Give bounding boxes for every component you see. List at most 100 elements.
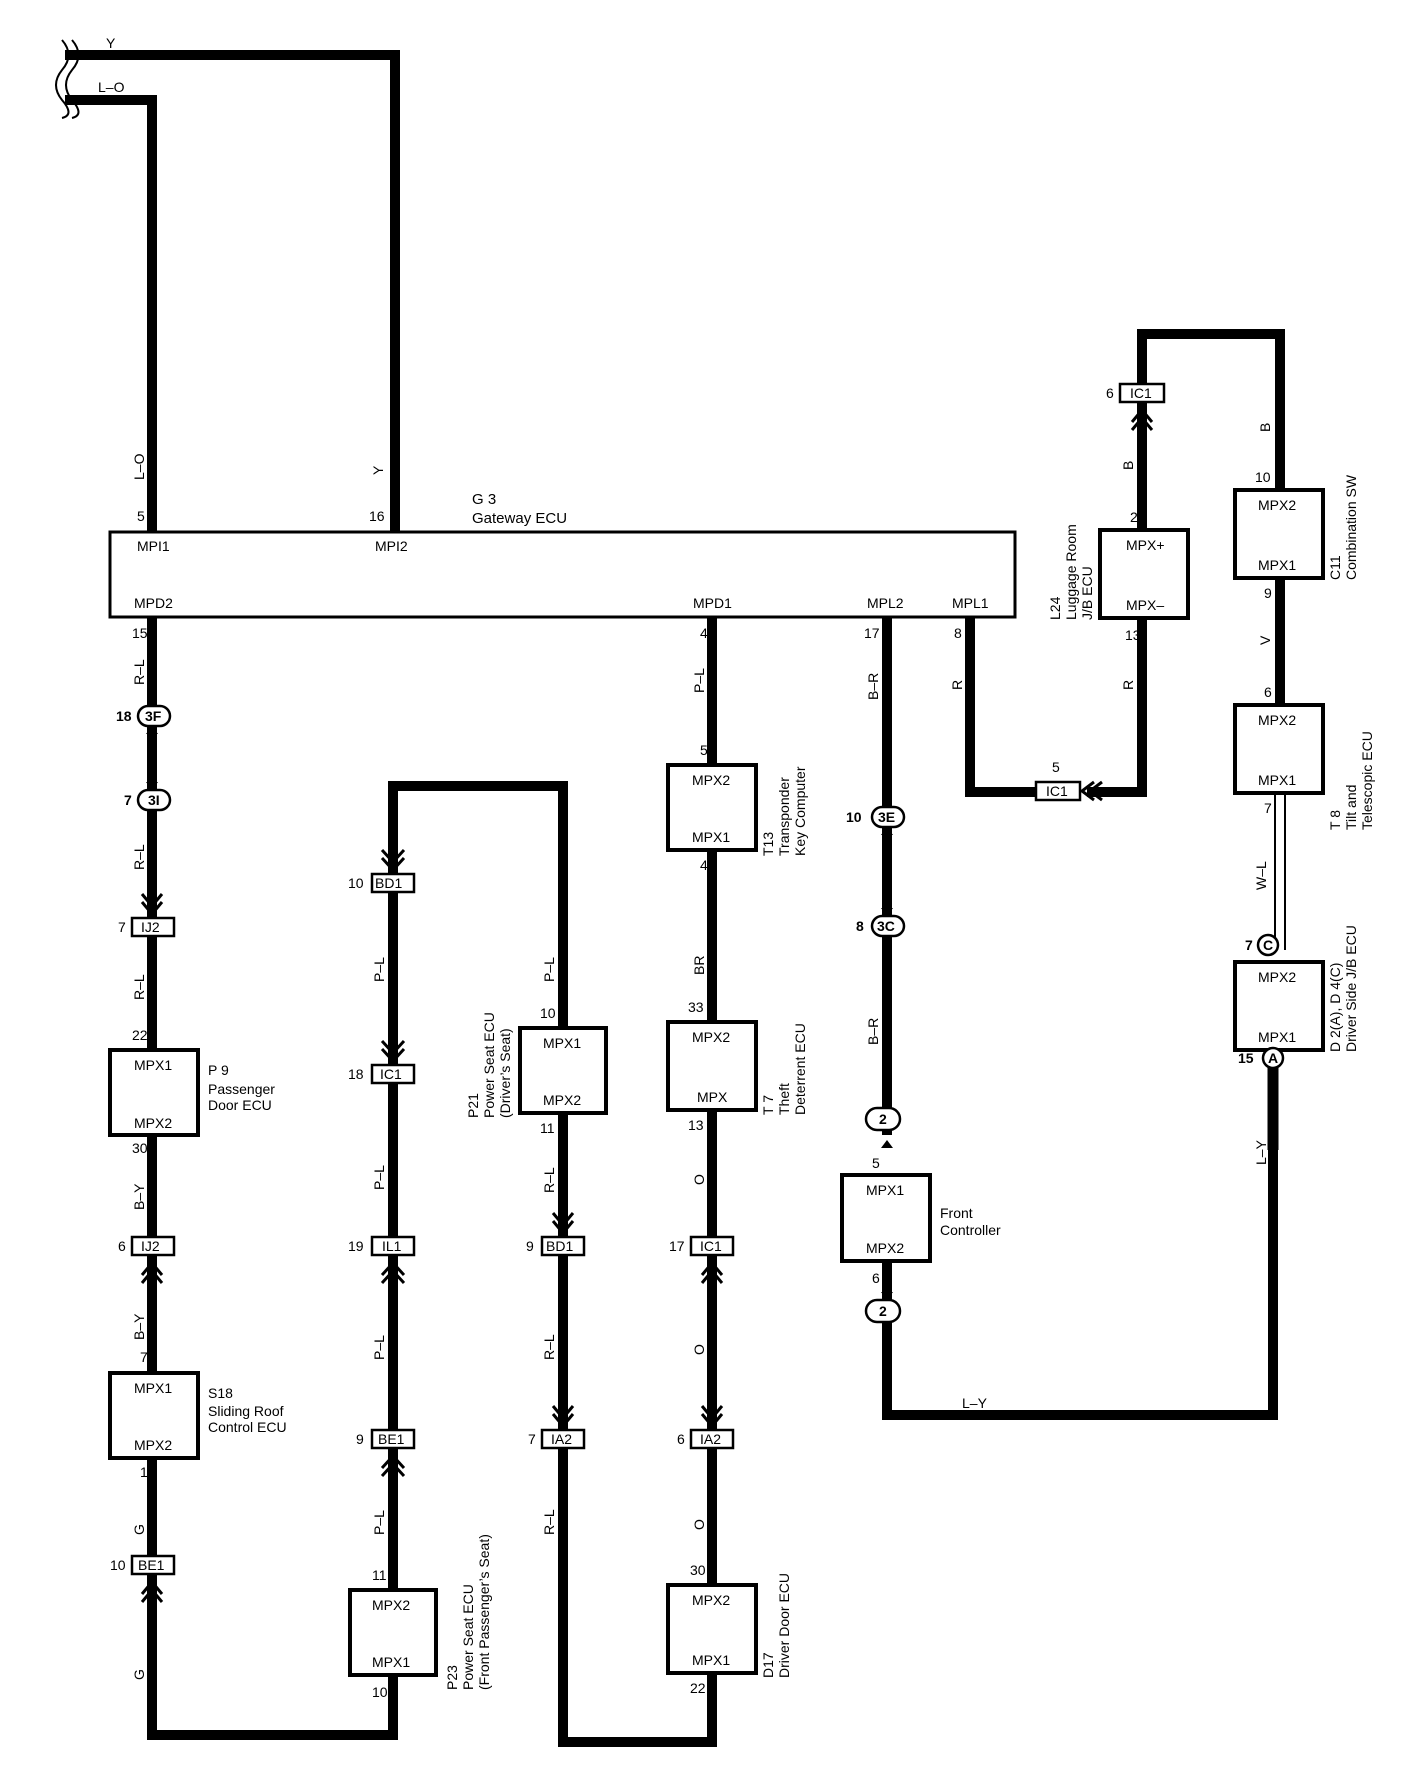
p21-pin-bottom: 11 (540, 1120, 555, 1136)
conn-ic1d-code: IC1 (1130, 385, 1152, 401)
wc-b2: B (1257, 423, 1273, 432)
t7-top: MPX2 (692, 1029, 730, 1045)
conn-3i-code: 3I (148, 792, 160, 808)
c11-pin-top: 10 (1255, 469, 1271, 485)
p23-top: MPX2 (372, 1597, 410, 1613)
wc-pl4: P–L (371, 1510, 387, 1535)
l24-top: MPX+ (1126, 537, 1165, 553)
d17-pin-bottom: 22 (690, 1680, 706, 1696)
wc-y: Y (370, 465, 386, 475)
conn-a-pin: 15 (1238, 1050, 1254, 1066)
p9-pin-top: 22 (132, 1027, 148, 1043)
t8-code: T 8 (1327, 810, 1343, 830)
t8-pin-top: 6 (1264, 684, 1272, 700)
round-connectors: 3F 18 3I 7 3E 10 3C 8 2 2 C 7 A 15 (116, 704, 1285, 1324)
l24-name1: Luggage Room (1063, 524, 1079, 620)
p21-bottom: MPX2 (543, 1092, 581, 1108)
p9-name1: Passenger (208, 1081, 275, 1097)
conn-ia2b-pin: 6 (677, 1431, 685, 1447)
wire-y (65, 50, 400, 535)
d17-pin-top: 30 (690, 1562, 706, 1578)
pin-mpl2-num: 17 (864, 625, 880, 641)
s18-code: S18 (208, 1385, 233, 1401)
conn-bd1a-pin: 10 (348, 875, 364, 891)
wc-ly2: L–Y (962, 1395, 988, 1411)
component-t8: MPX2 MPX1 6 7 T 8 Tilt and Telescopic EC… (1233, 684, 1375, 830)
c11-top: MPX2 (1258, 497, 1296, 513)
l24-bottom: MPX– (1126, 597, 1164, 613)
component-p23: MPX2 MPX1 11 10 P23 Power Seat ECU (Fron… (348, 1534, 492, 1700)
gateway-name: Gateway ECU (472, 510, 567, 527)
p21-name2: (Driver’s Seat) (497, 1028, 513, 1118)
wc-o1: O (691, 1174, 707, 1185)
component-s18: MPX1 MPX2 7 1 S18 Sliding Roof Control E… (108, 1349, 287, 1480)
component-c11: MPX2 MPX1 10 9 C11 Combination SW (1233, 469, 1359, 601)
t7-name1: Theft (776, 1083, 792, 1115)
rect-connectors: IJ2 7 IJ2 6 BE1 10 BD1 10 IC1 18 IL1 19 … (110, 382, 1166, 1576)
front-bottom: MPX2 (866, 1240, 904, 1256)
wc-g1: G (131, 1524, 147, 1535)
connector-chevrons (140, 407, 1154, 1603)
pin-mpl1-num: 8 (954, 625, 962, 641)
conn-3f-pin: 18 (116, 708, 132, 724)
c11-bottom: MPX1 (1258, 557, 1296, 573)
conn-3f-code: 3F (145, 708, 162, 724)
p23-name1: Power Seat ECU (460, 1584, 476, 1690)
p21-name1: Power Seat ECU (481, 1012, 497, 1118)
wc-pl1: P–L (371, 957, 387, 982)
pin-mpi1-name: MPI1 (137, 538, 170, 554)
wc-rl6: R–L (541, 1509, 557, 1535)
wire-wl (1274, 790, 1286, 950)
pin-mpd2-name: MPD2 (134, 595, 173, 611)
p23-pin-top: 11 (372, 1567, 387, 1583)
d17-name1: Driver Door ECU (776, 1573, 792, 1678)
t13-name2: Key Computer (792, 766, 808, 856)
l24-code: L24 (1047, 596, 1063, 620)
wire-ly-double (1267, 1060, 1279, 1150)
conn-ij2a-pin: 7 (118, 919, 126, 935)
t7-pin-bottom: 13 (688, 1117, 704, 1133)
wc-by1: B–Y (131, 1183, 147, 1210)
conn-ic1a-code: IC1 (380, 1066, 402, 1082)
wc-wl: W–L (1253, 861, 1269, 890)
l24-pin-top: 2 (1130, 509, 1138, 525)
conn-ic1b-code: IC1 (700, 1238, 722, 1254)
conn-c-pin: 7 (1245, 937, 1253, 953)
conn-ia2b-code: IA2 (700, 1431, 721, 1447)
wire-mpl1 (965, 610, 1043, 797)
conn-ij2b-code: IJ2 (141, 1238, 160, 1254)
front-name1: Front (940, 1205, 973, 1221)
p21-code: P21 (465, 1093, 481, 1118)
t13-pin-top: 5 (700, 742, 708, 758)
conn-3c-code: 3C (877, 918, 895, 934)
t8-pin-bottom: 7 (1264, 800, 1272, 816)
component-p21: MPX1 MPX2 10 11 P21 Power Seat ECU (Driv… (465, 1005, 608, 1136)
wc-r1: R (949, 680, 965, 690)
p23-name2: (Front Passenger’s Seat) (476, 1534, 492, 1690)
component-front-controller: MPX1 MPX2 5 6 Front Controller (840, 1155, 1001, 1286)
conn-be1a-pin: 10 (110, 1557, 126, 1573)
p23-code: P23 (444, 1665, 460, 1690)
connector-links (146, 726, 893, 916)
s18-pin-top: 7 (140, 1349, 148, 1365)
component-d17: MPX2 MPX1 30 22 D17 Driver Door ECU (666, 1562, 792, 1696)
wc-lo: L–O (131, 453, 147, 480)
wc-by2: B–Y (131, 1313, 147, 1340)
wc-r2: R (1120, 680, 1136, 690)
pin-mpd2-num: 15 (132, 625, 148, 641)
conn-bd1b-pin: 9 (526, 1238, 534, 1254)
c11-code: C11 (1327, 555, 1343, 580)
d17-bottom: MPX1 (692, 1652, 730, 1668)
d2-bottom: MPX1 (1258, 1029, 1296, 1045)
l24-pin-bottom: 13 (1125, 627, 1141, 643)
wc-pl3: P–L (371, 1335, 387, 1360)
conn-c-code: C (1263, 937, 1273, 953)
wire-color-labels: L–O Y R–L R–L R–L B–Y B–Y G G P–L P–L P–… (131, 423, 1273, 1680)
t13-top: MPX2 (692, 772, 730, 788)
pin-mpl2-name: MPL2 (867, 595, 904, 611)
pin-mpi2-num: 16 (369, 508, 385, 524)
pin-mpd1-name: MPD1 (693, 595, 732, 611)
wc-br3: B–R (865, 1018, 881, 1045)
s18-name2: Control ECU (208, 1419, 287, 1435)
